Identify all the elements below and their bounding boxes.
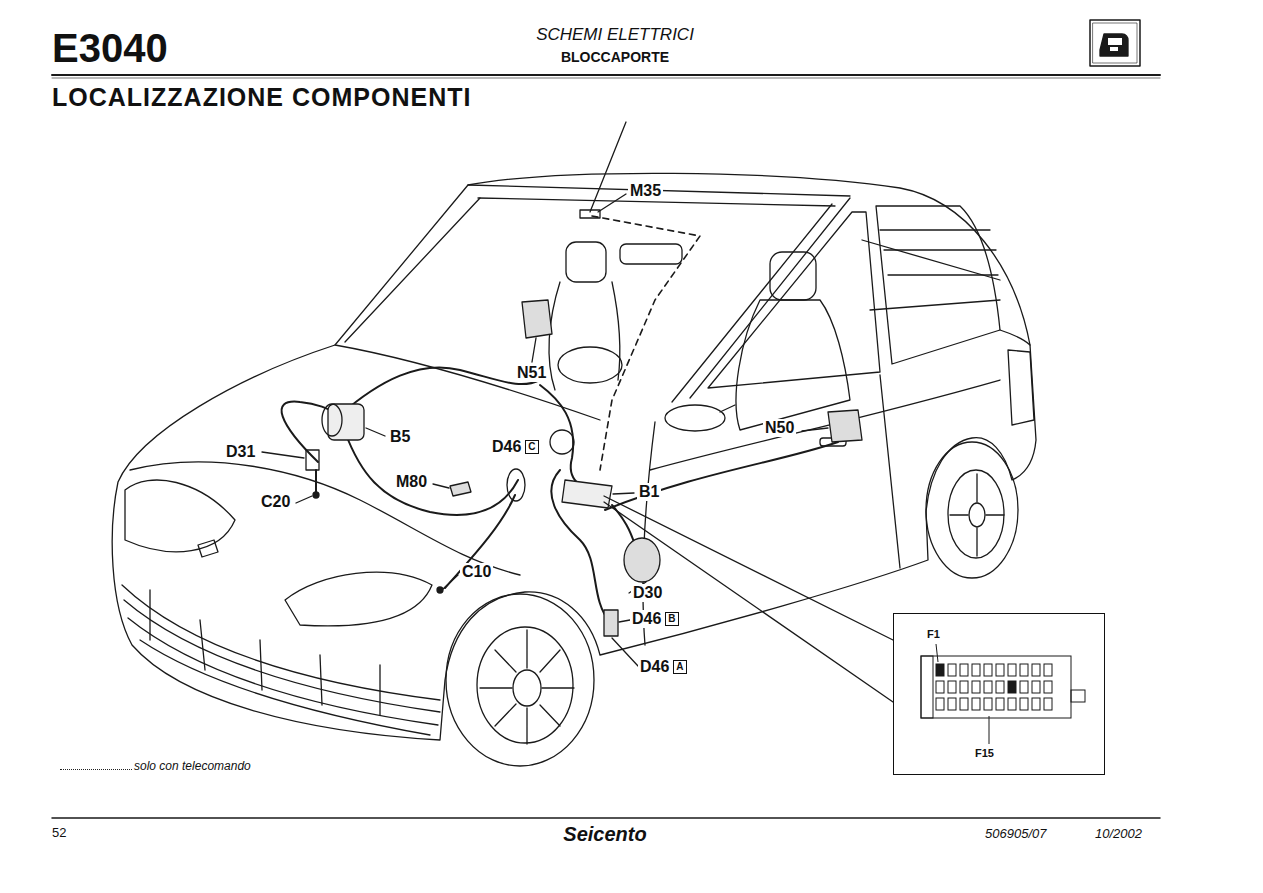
variant-letter: B <box>665 612 678 626</box>
document-code: 506905/07 <box>985 827 1046 841</box>
callout-number: N50 <box>763 419 796 437</box>
callout-number: N51 <box>515 364 548 382</box>
variant-letter: C <box>525 440 538 454</box>
document-date: 10/2002 <box>1095 827 1142 841</box>
callout-number: M35 <box>628 182 663 200</box>
fuse-label: F15 <box>974 747 995 759</box>
section-subheading: BLOCCAPORTE <box>561 50 669 65</box>
fuse-label: F1 <box>926 628 941 640</box>
legend: solo con telecomando <box>60 760 251 773</box>
legend-line-sample <box>60 769 132 770</box>
page-title: LOCALIZZAZIONE COMPONENTI <box>52 84 471 112</box>
legend-row: solo con telecomando <box>60 760 251 773</box>
variant-letter: A <box>673 660 686 674</box>
callout-number: D46 <box>492 438 521 456</box>
callout-number: D46 <box>640 658 669 676</box>
callout-number: B5 <box>388 428 412 446</box>
section-heading: SCHEMI ELETTRICI <box>536 26 694 45</box>
callout-number: D31 <box>224 443 257 461</box>
callout-number: B1 <box>637 483 661 501</box>
callout-number: C20 <box>259 493 292 511</box>
callout-number: D46 <box>632 610 661 628</box>
callout-number: M80 <box>394 473 429 491</box>
fuse-box-inset: F1F15 <box>893 613 1105 775</box>
page-number: 52 <box>52 826 66 840</box>
callout-number: C10 <box>460 563 493 581</box>
connector-tag: D46 A <box>638 658 689 676</box>
connector-tag: D46 C <box>490 438 541 456</box>
legend-text: solo con telecomando <box>134 760 251 773</box>
code-heading: E3040 <box>52 26 168 70</box>
connector-tag: D46 B <box>630 610 681 628</box>
callout-number: D30 <box>631 584 664 602</box>
model-name: Seicento <box>563 823 646 845</box>
